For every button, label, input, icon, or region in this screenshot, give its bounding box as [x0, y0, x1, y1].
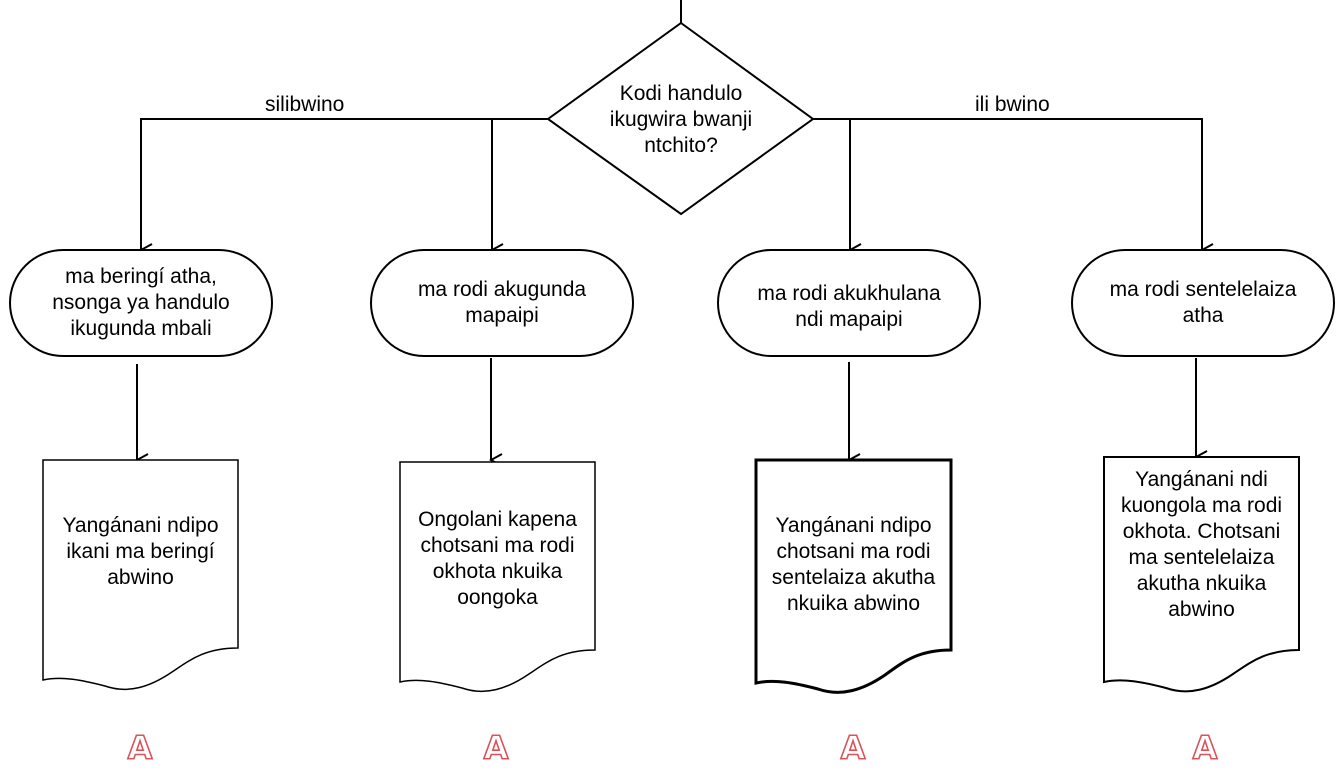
- action-label-2: Ongolani kapena chotsani ma rodi okhota …: [418, 508, 577, 609]
- branch-line-right: [813, 118, 1202, 250]
- branch-label-right: ili bwino: [975, 93, 1050, 116]
- marker-a-4: A: [1192, 729, 1218, 767]
- condition-box-4: [1071, 249, 1335, 357]
- marker-a-1: A: [127, 729, 153, 767]
- condition-label-2: ma rodi akugunda mapaipi: [417, 278, 587, 327]
- document-box-3: [754, 458, 953, 694]
- action-label-3: Yangánani ndipo chotsani ma rodi sentela…: [771, 514, 936, 615]
- condition-box-2: [370, 249, 634, 357]
- action-label-1: Yangánani ndipo ikani ma beringí abwino: [62, 514, 219, 589]
- document-box-4: [1103, 456, 1300, 693]
- branch-label-left: silibwino: [265, 93, 345, 116]
- action-label-4: Yangánani ndi kuongola ma rodi okhota. C…: [1120, 468, 1283, 621]
- document-box-2: [399, 461, 596, 693]
- marker-a-3: A: [840, 729, 866, 767]
- condition-box-1: [9, 249, 273, 357]
- branch-line-left: [141, 118, 548, 250]
- condition-label-1: ma beringí atha, nsonga ya handulo ikugu…: [52, 265, 230, 340]
- condition-box-3: [717, 249, 981, 357]
- condition-label-4: ma rodi sentelelaiza atha: [1109, 278, 1297, 327]
- document-box-1: [42, 459, 239, 691]
- condition-label-3: ma rodi akukhulana ndi mapaipi: [757, 282, 941, 331]
- decision-label: Kodi handulo ikugwira bwanji ntchito?: [609, 82, 753, 157]
- decision-diamond: [546, 21, 815, 216]
- marker-a-2: A: [483, 729, 509, 767]
